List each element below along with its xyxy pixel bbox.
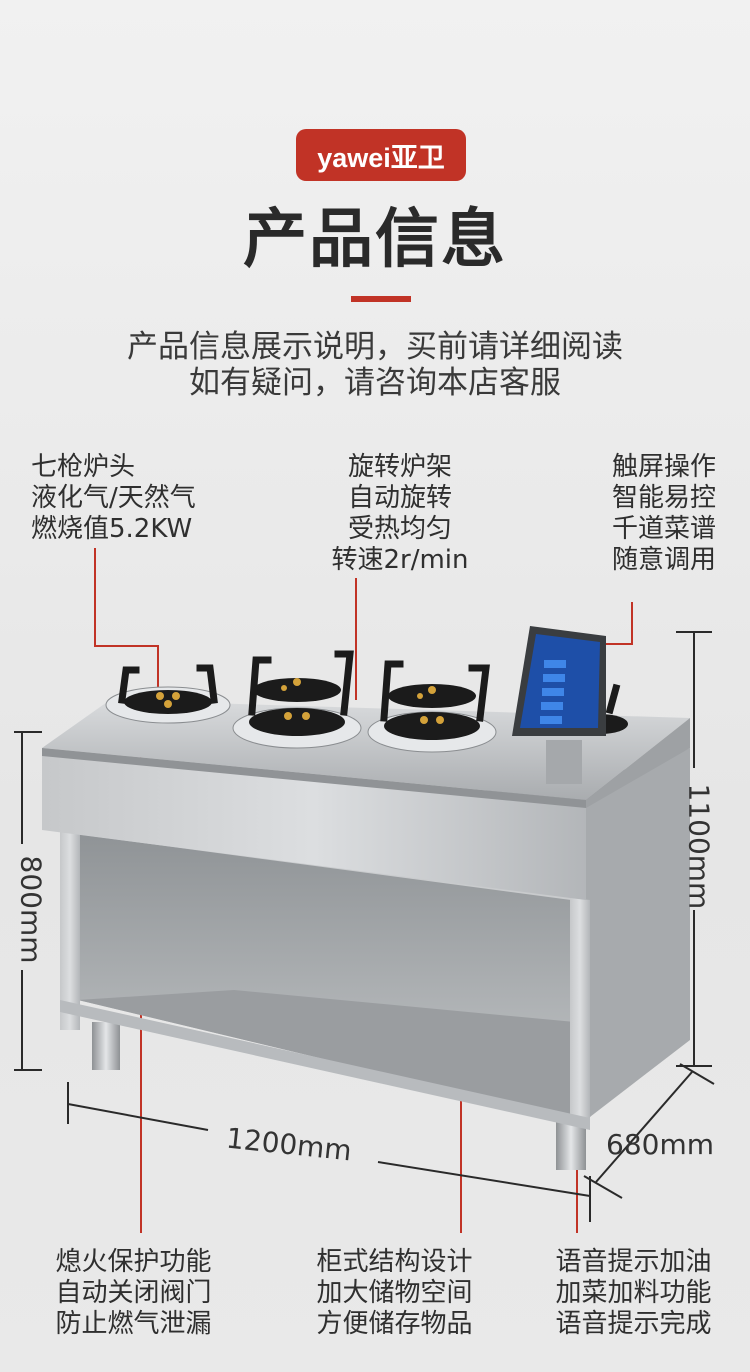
dimension-lines (14, 631, 715, 1222)
brand-badge: yawei亚卫 (296, 129, 466, 181)
dimension-depth: 680mm (606, 1128, 714, 1161)
subtitle-line-2: 如有疑问，请咨询本店客服 (189, 365, 561, 401)
dimension-total-height: 1100mm (682, 783, 716, 910)
leg (92, 1022, 120, 1070)
feature-touchscreen: 触屏操作 智能易控 千道菜谱 随意调用 (556, 452, 716, 576)
subtitle-line-1: 产品信息展示说明，买前请详细阅读 (127, 329, 623, 365)
feature-text: 转速2r/min (331, 545, 469, 575)
feature-text: 语音提示加油 (555, 1247, 712, 1277)
title-divider (351, 296, 411, 302)
feature-text: 防止燃气泄漏 (55, 1309, 212, 1339)
feature-text: 随意调用 (611, 545, 716, 575)
feature-text: 液化气/天然气 (31, 483, 196, 513)
page-title: 产品信息 (243, 203, 507, 277)
feature-text: 千道菜谱 (611, 514, 716, 544)
feature-text: 智能易控 (611, 483, 716, 513)
feature-text: 旋转炉架 (347, 452, 452, 482)
feature-text: 加大储物空间 (316, 1278, 473, 1308)
feature-text: 方便储存物品 (316, 1309, 473, 1339)
front-panel (42, 748, 586, 900)
feature-text: 自动旋转 (347, 483, 452, 513)
feature-text: 七枪炉头 (31, 452, 136, 482)
feature-rotating-rack: 旋转炉架 自动旋转 受热均匀 转速2r/min (300, 452, 500, 576)
dimension-cabinet-height: 800mm (14, 855, 48, 964)
feature-text: 语音提示完成 (555, 1309, 712, 1339)
feature-flame-protection: 熄火保护功能 自动关闭阀门 防止燃气泄漏 (36, 1247, 231, 1340)
cabinet-side (586, 748, 690, 1120)
feature-text: 熄火保护功能 (55, 1247, 212, 1277)
touchscreen-panel (512, 626, 606, 784)
feature-text: 燃烧值5.2KW (31, 514, 193, 544)
feature-burner: 七枪炉头 液化气/天然气 燃烧值5.2KW (31, 452, 196, 545)
feature-text: 自动关闭阀门 (55, 1278, 212, 1308)
feature-cabinet-storage: 柜式结构设计 加大储物空间 方便储存物品 (302, 1247, 487, 1340)
feature-text: 受热均匀 (347, 514, 452, 544)
feature-text: 触屏操作 (611, 452, 716, 482)
feature-voice-prompt: 语音提示加油 加菜加料功能 语音提示完成 (541, 1247, 726, 1340)
feature-text: 柜式结构设计 (316, 1247, 473, 1277)
feature-text: 加菜加料功能 (555, 1278, 712, 1308)
